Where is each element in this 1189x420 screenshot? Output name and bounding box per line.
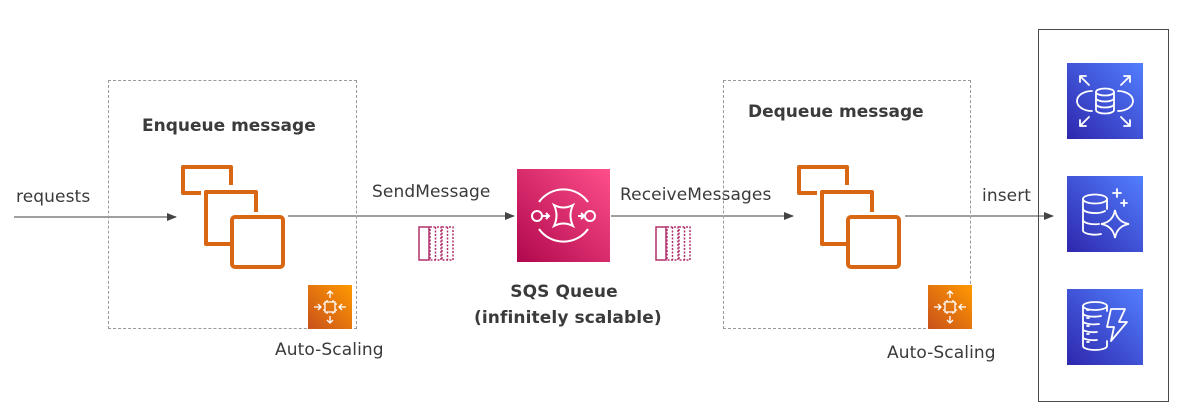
edge-label-requests: requests [16, 187, 91, 207]
auto-scaling-icon[interactable] [928, 285, 972, 329]
enqueue-title: Enqueue message [142, 116, 316, 136]
dequeue-group [723, 80, 971, 329]
sqs-queue-name: SQS Queue [510, 282, 618, 302]
sqs-icon[interactable] [517, 169, 610, 262]
edge-label-insert: insert [982, 186, 1032, 206]
auto-scaling-icon[interactable] [308, 285, 352, 329]
edge-label-send: SendMessage [372, 182, 491, 202]
dequeue-title: Dequeue message [748, 102, 924, 122]
enqueue-group [108, 80, 357, 329]
edge-label-receive: ReceiveMessages [620, 185, 772, 205]
database-group [1038, 29, 1169, 402]
enqueue-autoscaling-label: Auto-Scaling [275, 340, 384, 360]
dynamodb-icon[interactable] [1067, 289, 1143, 365]
dequeue-autoscaling-label: Auto-Scaling [887, 343, 996, 363]
sqs-message-icon [418, 226, 454, 261]
aurora-icon[interactable] [1067, 176, 1143, 252]
sqs-message-icon [655, 226, 691, 261]
sqs-queue-subtitle: (infinitely scalable) [474, 308, 662, 328]
rds-icon[interactable] [1067, 63, 1143, 139]
ec2-instances-icon[interactable] [794, 162, 904, 272]
ec2-instances-icon[interactable] [178, 162, 288, 272]
